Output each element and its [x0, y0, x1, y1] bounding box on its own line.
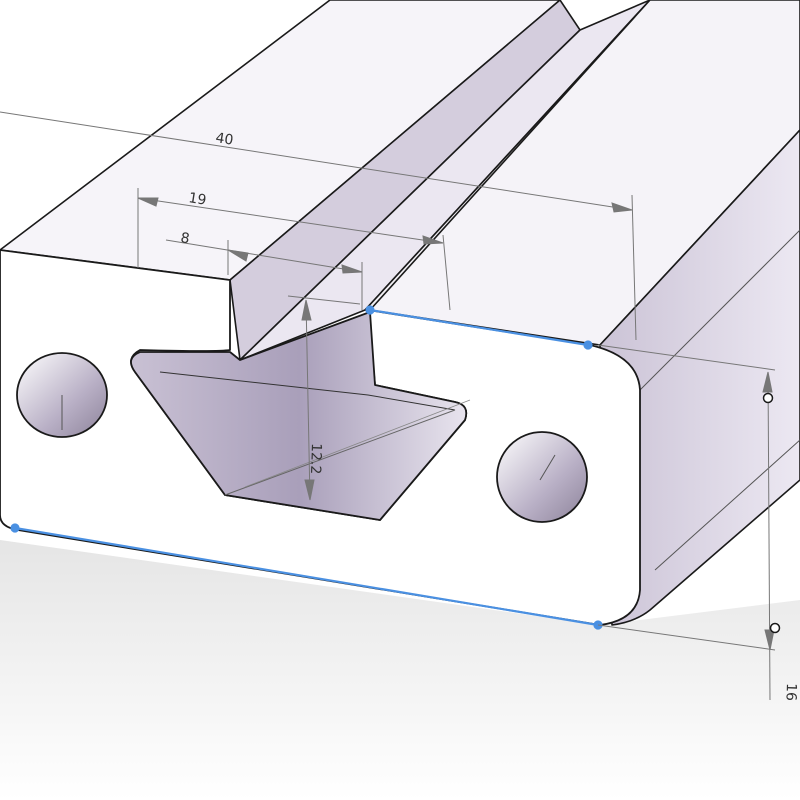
dimension-12-2[interactable]: 12.2 [287, 295, 361, 501]
dimension-40[interactable]: 40 [0, 111, 637, 341]
dimension-12-2-label: 12.2 [307, 443, 324, 475]
dimension-8[interactable]: 8 [165, 230, 363, 310]
relation-marker-bottom[interactable] [769, 622, 781, 634]
dimension-16[interactable]: 16 [597, 344, 799, 701]
profile-side-face [599, 129, 800, 626]
dimension-16-label: 16 [782, 683, 799, 701]
relation-marker-top[interactable] [762, 392, 774, 404]
selected-edges[interactable] [10, 305, 603, 630]
dimension-19-label: 19 [187, 190, 207, 209]
mounting-hole-left [16, 352, 108, 438]
mounting-hole-right [496, 431, 588, 523]
dimension-19[interactable]: 19 [137, 188, 451, 311]
dimension-8-label: 8 [179, 230, 190, 247]
t-slot-cavity [130, 311, 471, 521]
dimension-40-label: 40 [214, 130, 234, 149]
ground-shadow [0, 540, 800, 800]
profile-top-surfaces [0, 0, 800, 361]
